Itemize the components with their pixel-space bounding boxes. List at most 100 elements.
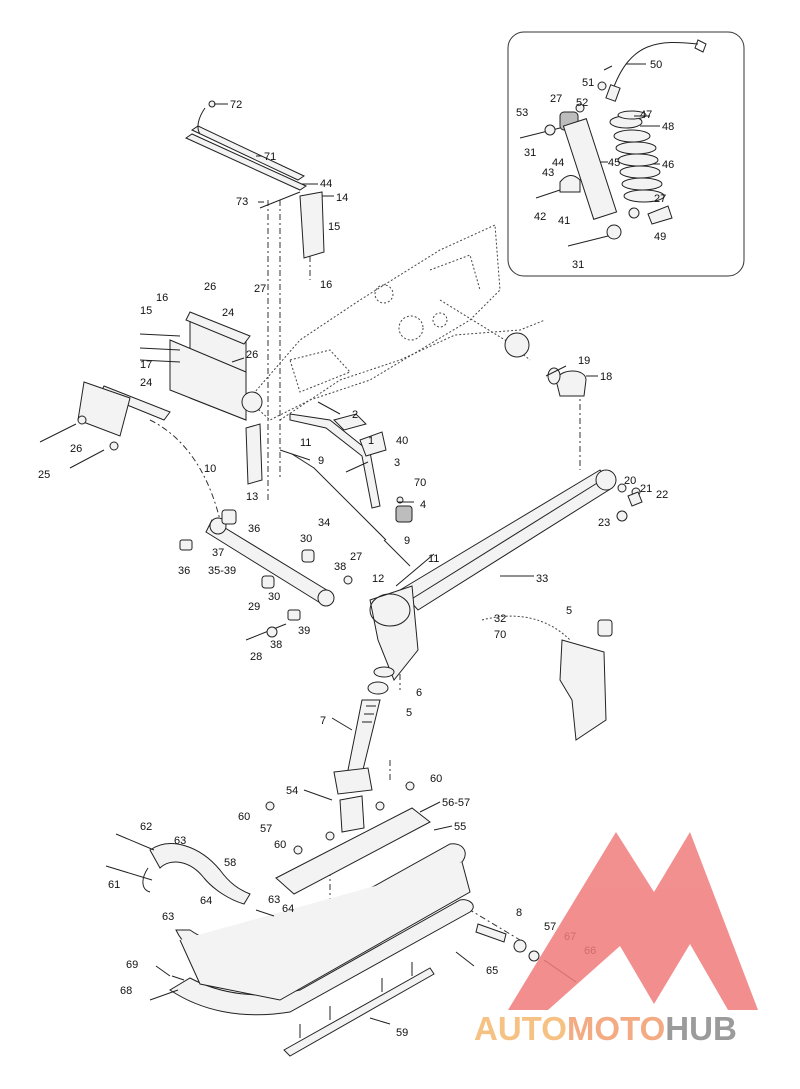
callout-19: 19 [578, 355, 590, 367]
callout-9: 9 [404, 535, 410, 547]
callout-7: 7 [320, 715, 326, 727]
callout-4: 4 [420, 499, 426, 511]
callout-27: 27 [654, 193, 666, 205]
callout-60: 60 [430, 773, 442, 785]
callout-68: 68 [120, 985, 132, 997]
shock-absorber-inset [507, 31, 745, 277]
callout-labels: 72 71 44 73 14 15 16 26 27 16 24 15 26 1… [38, 59, 674, 1039]
watermark-logo: AUTOMOTOHUB [474, 832, 758, 1047]
callout-38: 38 [334, 561, 346, 573]
watermark-triangle [508, 832, 758, 1010]
callout-36: 36 [248, 523, 260, 535]
callout-14: 14 [336, 192, 348, 204]
callout-12: 12 [372, 573, 384, 585]
callout-26: 26 [204, 281, 216, 293]
callout-17: 17 [140, 359, 152, 371]
callout-49: 49 [654, 231, 666, 243]
callout-15: 15 [328, 221, 340, 233]
callout-44: 44 [552, 157, 564, 169]
callout-10: 10 [204, 463, 216, 475]
callout-27: 27 [350, 551, 362, 563]
callout-32: 32 [494, 613, 506, 625]
callout-72: 72 [230, 99, 242, 111]
callout-47: 47 [640, 109, 652, 121]
callout-26: 26 [246, 349, 258, 361]
top-bracket [184, 100, 325, 259]
callout-46: 46 [662, 159, 674, 171]
callout-45: 45 [608, 157, 620, 169]
carbide-runner [283, 962, 435, 1057]
callout-70: 70 [414, 477, 426, 489]
callout-60: 60 [274, 839, 286, 851]
spring-coil [609, 115, 665, 203]
callout-73: 73 [236, 196, 248, 208]
callout-27: 27 [550, 93, 562, 105]
callout-23: 23 [598, 517, 610, 529]
callout-64: 64 [282, 903, 294, 915]
lower-a-arm [179, 509, 353, 641]
watermark-text-hub: HUB [665, 1010, 737, 1047]
callout-39: 39 [298, 625, 310, 637]
ski-leg [333, 666, 395, 795]
callout-63: 63 [174, 835, 186, 847]
callout-63: 63 [268, 894, 280, 906]
callout-31: 31 [572, 259, 584, 271]
callout-33: 33 [536, 573, 548, 585]
callout-18: 18 [600, 371, 612, 383]
callout-9: 9 [318, 455, 324, 467]
callout-27: 27 [254, 283, 266, 295]
bolts-25 [39, 415, 119, 469]
callout-71: 71 [264, 151, 276, 163]
callout-36: 36 [178, 565, 190, 577]
callout-59: 59 [396, 1027, 408, 1039]
trailing-arm [369, 367, 643, 681]
right-bracket [481, 615, 613, 741]
callout-24: 24 [140, 377, 152, 389]
callout-58: 58 [224, 857, 236, 869]
callout-54: 54 [286, 785, 298, 797]
callout-24: 24 [222, 307, 234, 319]
callout-52: 52 [576, 97, 588, 109]
callout-21: 21 [640, 483, 652, 495]
callout-37: 37 [212, 547, 224, 559]
callout-13: 13 [246, 491, 258, 503]
callout-43: 43 [542, 167, 554, 179]
callout-65: 65 [486, 965, 498, 977]
callout-63: 63 [162, 911, 174, 923]
callout-70: 70 [494, 629, 506, 641]
callout-55: 55 [454, 821, 466, 833]
callout-62: 62 [140, 821, 152, 833]
callout-29: 29 [248, 601, 260, 613]
callout-64: 64 [200, 895, 212, 907]
callout-28: 28 [250, 651, 262, 663]
callout-51: 51 [582, 77, 594, 89]
callout-20: 20 [624, 475, 636, 487]
ski-assembly [105, 781, 577, 1016]
callout-34: 34 [318, 517, 330, 529]
callout-38: 38 [270, 639, 282, 651]
callout-16: 16 [156, 292, 168, 304]
callout-26: 26 [70, 443, 82, 455]
callout-50: 50 [650, 59, 662, 71]
callout-15: 15 [140, 305, 152, 317]
callout-25: 25 [38, 469, 50, 481]
svg-text:AUTOMOTOHUB: AUTOMOTOHUB [474, 1010, 737, 1047]
callout-57: 57 [260, 823, 272, 835]
leader-lines [149, 63, 660, 1025]
callout-53: 53 [516, 107, 528, 119]
callout-31: 31 [524, 147, 536, 159]
callout-6: 6 [416, 687, 422, 699]
electrical-box [77, 311, 263, 485]
callout-56-57: 56-57 [442, 797, 470, 809]
frame-outline [247, 224, 546, 421]
callout-57: 57 [544, 921, 556, 933]
callout-3: 3 [394, 457, 400, 469]
callout-42: 42 [534, 211, 546, 223]
steering-linkage [279, 413, 413, 567]
watermark-text-auto: AUTO [474, 1010, 567, 1047]
callout-41: 41 [558, 215, 570, 227]
callout-1: 1 [368, 435, 374, 447]
callout-35-39: 35-39 [208, 565, 236, 577]
callout-48: 48 [662, 121, 674, 133]
